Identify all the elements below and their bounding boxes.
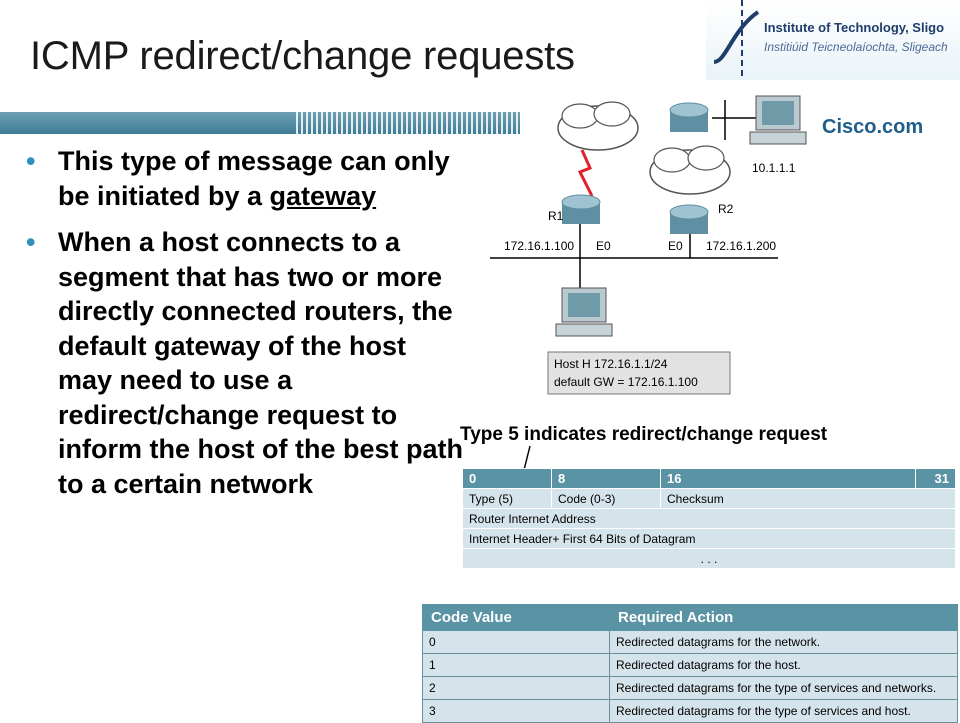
r2-label: R2 bbox=[718, 202, 734, 216]
host-info-line1: Host H 172.16.1.1/24 bbox=[554, 357, 668, 371]
bit-label: 31 bbox=[915, 468, 956, 489]
header-field: Router Internet Address bbox=[462, 508, 956, 529]
router-icon bbox=[669, 204, 709, 234]
slide-title: ICMP redirect/change requests bbox=[30, 34, 575, 78]
bullet-dot-icon: • bbox=[26, 146, 36, 176]
header-row: Type (5) Code (0-3) Checksum bbox=[462, 488, 956, 509]
header-field: Checksum bbox=[660, 488, 956, 509]
host-info-box bbox=[547, 351, 731, 395]
computer-icon bbox=[749, 95, 807, 145]
action-cell: Redirected datagrams for the type of ser… bbox=[609, 699, 958, 723]
code-cell: 0 bbox=[422, 630, 610, 654]
bit-label: 8 bbox=[551, 468, 661, 489]
institute-logo bbox=[706, 0, 960, 80]
host-info-line2: default GW = 172.16.1.100 bbox=[554, 375, 698, 389]
table-header-row: Code Value Required Action bbox=[422, 604, 958, 631]
bullet-list: • This type of message can only be initi… bbox=[26, 144, 466, 513]
institute-name-irish: Institiúid Teicneolaíochta, Sligeach bbox=[764, 40, 948, 54]
institute-name: Institute of Technology, Sligo bbox=[764, 20, 945, 35]
table-row: 3 Redirected datagrams for the type of s… bbox=[422, 699, 958, 723]
action-cell: Redirected datagrams for the host. bbox=[609, 653, 958, 677]
header-field: Code (0-3) bbox=[551, 488, 661, 509]
r2-interface-label: E0 bbox=[668, 239, 683, 253]
sligo-logo-icon bbox=[713, 0, 760, 80]
title-band-ticks bbox=[296, 112, 520, 134]
table-row: 0 Redirected datagrams for the network. bbox=[422, 630, 958, 654]
header-row: . . . bbox=[462, 548, 956, 569]
router-icon bbox=[669, 102, 709, 132]
header-row: Internet Header+ First 64 Bits of Datagr… bbox=[462, 528, 956, 549]
bullet-item: • This type of message can only be initi… bbox=[26, 144, 466, 213]
code-cell: 3 bbox=[422, 699, 610, 723]
bullet-underlined: gateway bbox=[269, 180, 377, 211]
bit-label: 0 bbox=[462, 468, 552, 489]
action-cell: Redirected datagrams for the network. bbox=[609, 630, 958, 654]
cloud-icon bbox=[557, 101, 639, 151]
code-cell: 1 bbox=[422, 653, 610, 677]
cisco-logo: Cisco.com bbox=[822, 116, 924, 138]
serial-link-icon bbox=[577, 149, 594, 197]
icmp-header-table: 0 8 16 31 Type (5) Code (0-3) Checksum R… bbox=[462, 468, 956, 569]
r1-ip-label: 172.16.1.100 bbox=[504, 239, 574, 253]
header-field: Internet Header+ First 64 Bits of Datagr… bbox=[462, 528, 956, 549]
bullet-text: When a host connects to a segment that h… bbox=[58, 227, 463, 499]
bullet-dot-icon: • bbox=[26, 227, 36, 257]
r1-interface-label: E0 bbox=[596, 239, 611, 253]
computer-icon bbox=[555, 287, 613, 337]
header-row: Router Internet Address bbox=[462, 508, 956, 529]
code-value-table: Code Value Required Action 0 Redirected … bbox=[422, 604, 958, 723]
r2-ip-label: 172.16.1.200 bbox=[706, 239, 776, 253]
bit-position-row: 0 8 16 31 bbox=[462, 468, 956, 489]
code-cell: 2 bbox=[422, 676, 610, 700]
r1-label: R1 bbox=[548, 209, 564, 223]
table-row: 2 Redirected datagrams for the type of s… bbox=[422, 676, 958, 700]
action-cell: Redirected datagrams for the type of ser… bbox=[609, 676, 958, 700]
caption-type5: Type 5 indicates redirect/change request bbox=[460, 424, 828, 445]
bullet-text: This type of message can only be initiat… bbox=[58, 146, 450, 211]
column-header: Required Action bbox=[609, 604, 958, 631]
remote-host-ip-label: 10.1.1.1 bbox=[752, 161, 796, 175]
cloud-icon bbox=[649, 145, 731, 195]
header-field: . . . bbox=[462, 548, 956, 569]
column-header: Code Value bbox=[422, 604, 610, 631]
header-field: Type (5) bbox=[462, 488, 552, 509]
router-icon bbox=[561, 194, 601, 224]
table-row: 1 Redirected datagrams for the host. bbox=[422, 653, 958, 677]
bullet-item: • When a host connects to a segment that… bbox=[26, 225, 466, 501]
bit-label: 16 bbox=[660, 468, 916, 489]
